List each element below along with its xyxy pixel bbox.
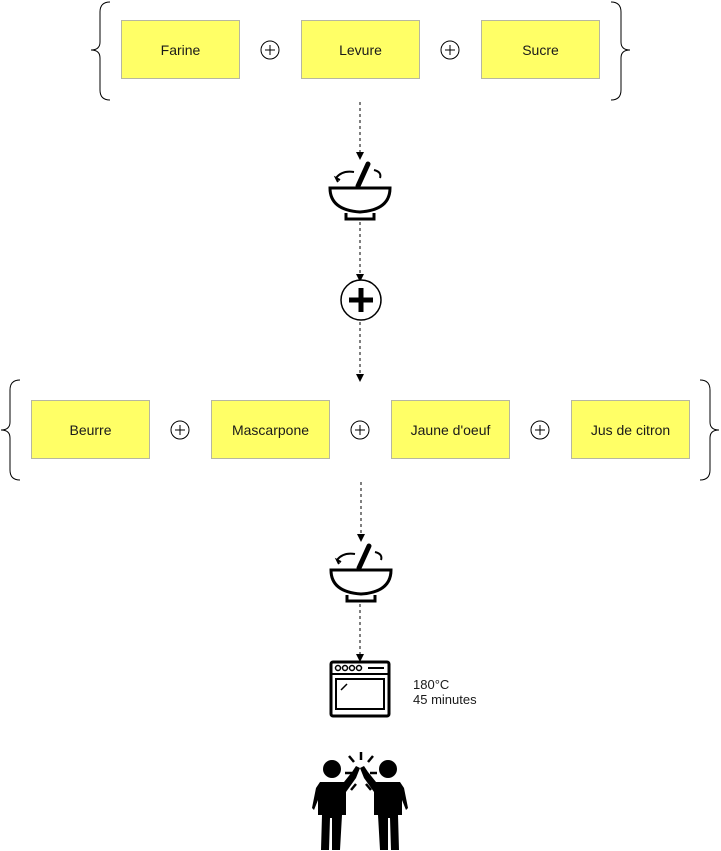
ingredient-label: Levure	[339, 41, 382, 58]
right-brace	[699, 379, 720, 481]
ingredient-box-jaune-doeuf: Jaune d'oeuf	[391, 400, 510, 459]
plus-icon	[350, 420, 370, 440]
ingredient-box-levure: Levure	[301, 20, 420, 79]
left-brace	[90, 1, 111, 101]
ingredient-label: Beurre	[69, 421, 112, 438]
ingredient-label: Sucre	[522, 41, 559, 58]
ingredient-box-beurre: Beurre	[31, 400, 150, 459]
oven-duration: 45 minutes	[413, 692, 477, 707]
plus-icon	[530, 420, 550, 440]
plus-icon	[170, 420, 190, 440]
ingredient-box-sucre: Sucre	[481, 20, 600, 79]
ingredient-box-jus-de-citron: Jus de citron	[571, 400, 690, 459]
oven-settings: 180°C 45 minutes	[413, 677, 477, 707]
high-five-icon	[312, 752, 408, 850]
ingredient-label: Farine	[160, 41, 201, 58]
mix-bowl-icon	[329, 543, 393, 603]
ingredient-box-farine: Farine	[121, 20, 240, 79]
right-brace	[610, 1, 631, 101]
left-brace	[0, 379, 21, 481]
ingredient-label: Jus de citron	[590, 421, 671, 438]
ingredient-label: Jaune d'oeuf	[410, 421, 491, 438]
oven-icon	[329, 660, 391, 718]
plus-icon	[440, 40, 460, 60]
oven-temperature: 180°C	[413, 677, 450, 692]
mix-bowl-icon	[328, 161, 392, 221]
plus-icon	[260, 40, 280, 60]
ingredient-label: Mascarpone	[231, 421, 310, 438]
ingredient-box-mascarpone: Mascarpone	[211, 400, 330, 459]
plus-icon	[340, 279, 382, 321]
